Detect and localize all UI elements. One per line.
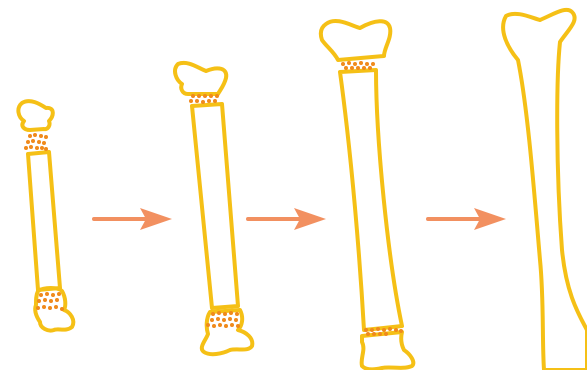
bone-stage-2-top-epiphysis	[175, 63, 226, 94]
bone-stage-2-bottom-epiphysis	[202, 310, 253, 354]
bone-stage-3-top-epiphysis	[321, 21, 391, 60]
arrow-3	[428, 208, 506, 230]
bone-stage-1-top-epiphysis	[18, 101, 52, 130]
bone-stage-1	[18, 101, 73, 330]
bone-stage-2	[175, 63, 252, 354]
bone-stage-2-bottom-growth-plate	[206, 311, 240, 328]
bone-stage-3-top-growth-plate	[341, 61, 375, 70]
bone-stage-1-top-growth-plate	[24, 133, 48, 151]
bone-stage-4	[503, 10, 587, 370]
arrow-2	[248, 208, 326, 230]
bone-stage-1-bottom-growth-plate	[36, 292, 64, 311]
bone-stage-4-outline	[503, 10, 587, 370]
bone-stage-3	[321, 21, 413, 369]
bone-stage-1-shaft	[28, 152, 60, 290]
bone-stage-3-shaft	[340, 70, 402, 330]
arrow-1	[94, 208, 172, 230]
bone-stage-2-shaft	[192, 104, 238, 308]
bone-stage-3-bottom-epiphysis	[362, 332, 414, 369]
